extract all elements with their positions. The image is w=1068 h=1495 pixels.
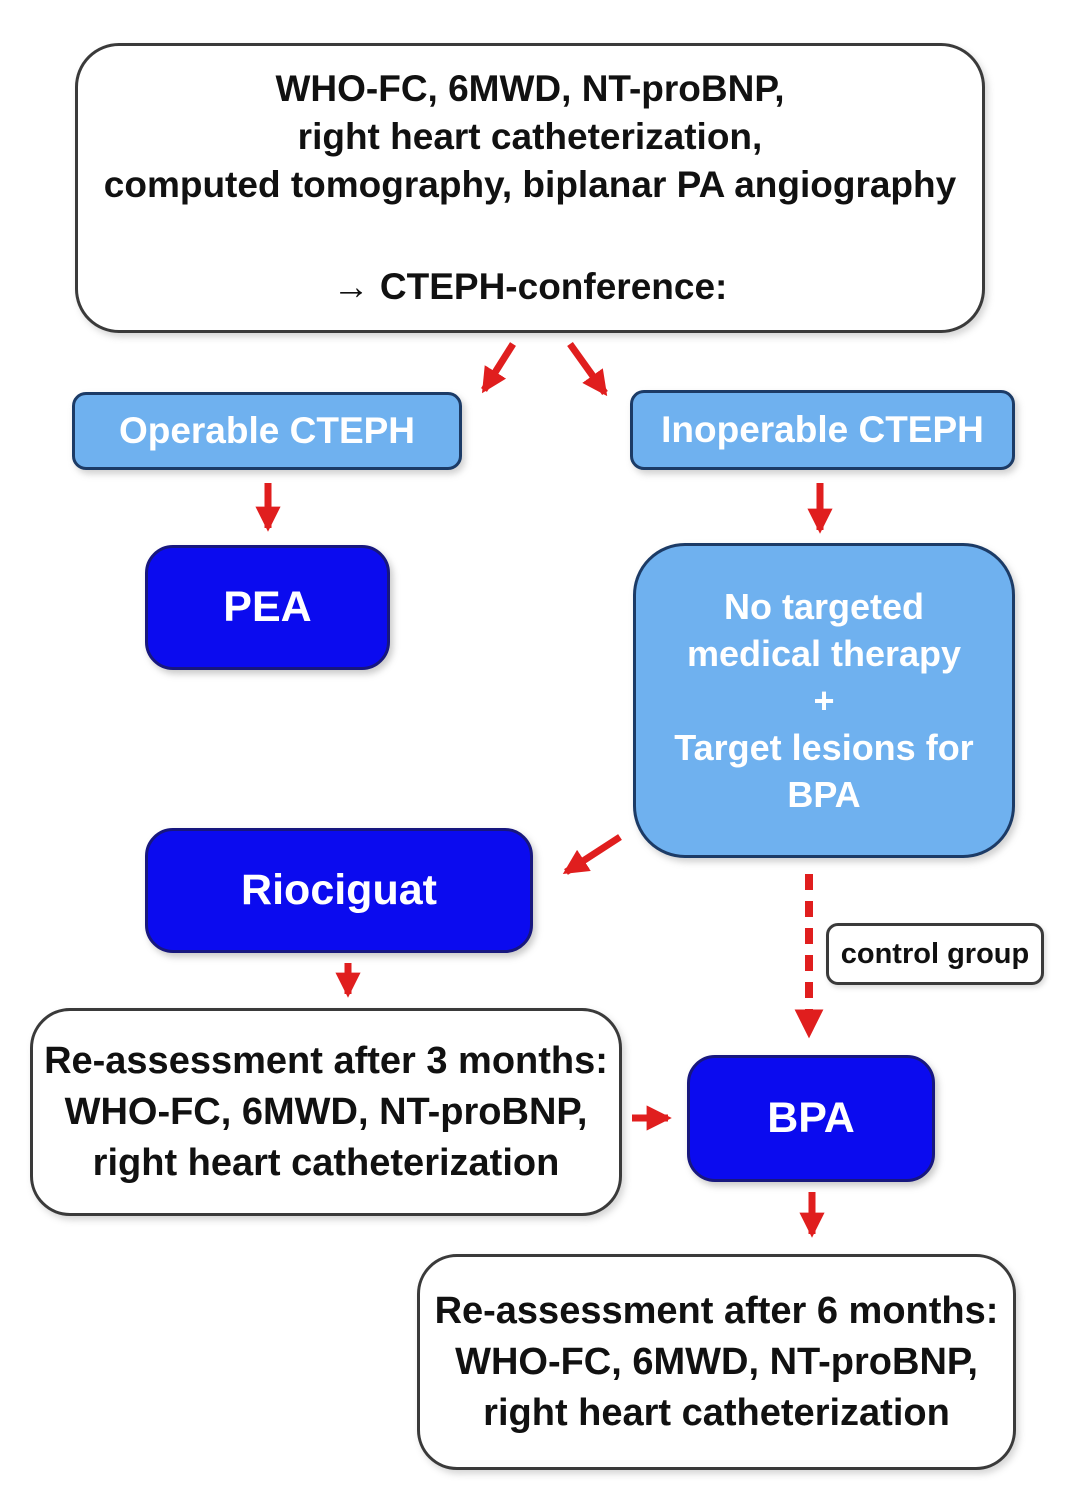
- no-targeted-line-5: BPA: [787, 774, 861, 815]
- no-targeted-line-3: +: [813, 680, 835, 721]
- assessment-line-2: right heart catheterization,: [297, 116, 763, 157]
- node-reassessment-3-months: Re-assessment after 3 months: WHO-FC, 6M…: [30, 1008, 622, 1216]
- inoperable-label: Inoperable CTEPH: [661, 409, 984, 450]
- assessment-conference-line: → CTEPH-conference:: [332, 266, 728, 307]
- node-control-group: control group: [826, 923, 1044, 985]
- control-group-label: control group: [840, 937, 1030, 970]
- node-baseline-assessment: WHO-FC, 6MWD, NT-proBNP, right heart cat…: [75, 43, 985, 333]
- arrow-conference-to-inoperable: [567, 341, 608, 397]
- node-operable-cteph: Operable CTEPH: [72, 392, 462, 470]
- riociguat-label: Riociguat: [241, 866, 437, 914]
- no-targeted-line-2: medical therapy: [686, 633, 962, 674]
- node-bpa: BPA: [687, 1055, 935, 1182]
- pea-label: PEA: [223, 583, 312, 631]
- reassess6-line-2: WHO-FC, 6MWD, NT-proBNP,: [455, 1340, 978, 1383]
- node-riociguat: Riociguat: [145, 828, 533, 953]
- assessment-line-1: WHO-FC, 6MWD, NT-proBNP,: [275, 68, 785, 109]
- reassess6-line-3: right heart catheterization: [483, 1391, 950, 1434]
- reassess6-line-1: Re-assessment after 6 months:: [434, 1289, 999, 1332]
- no-targeted-line-4: Target lesions for: [674, 727, 974, 768]
- no-targeted-line-1: No targeted: [723, 586, 925, 627]
- reassess3-line-1: Re-assessment after 3 months:: [44, 1039, 608, 1082]
- bpa-label: BPA: [767, 1094, 855, 1142]
- operable-label: Operable CTEPH: [118, 410, 416, 451]
- node-no-targeted-therapy: No targeted medical therapy + Target les…: [633, 543, 1015, 858]
- reassess3-line-2: WHO-FC, 6MWD, NT-proBNP,: [64, 1090, 588, 1133]
- node-inoperable-cteph: Inoperable CTEPH: [630, 390, 1015, 470]
- arrow-no-targeted-to-riociguat: [562, 834, 622, 875]
- node-pea: PEA: [145, 545, 390, 670]
- reassess3-line-3: right heart catheterization: [92, 1141, 560, 1184]
- node-reassessment-6-months: Re-assessment after 6 months: WHO-FC, 6M…: [417, 1254, 1016, 1470]
- arrow-conference-to-operable: [481, 342, 516, 394]
- assessment-line-3: computed tomography, biplanar PA angiogr…: [103, 164, 957, 205]
